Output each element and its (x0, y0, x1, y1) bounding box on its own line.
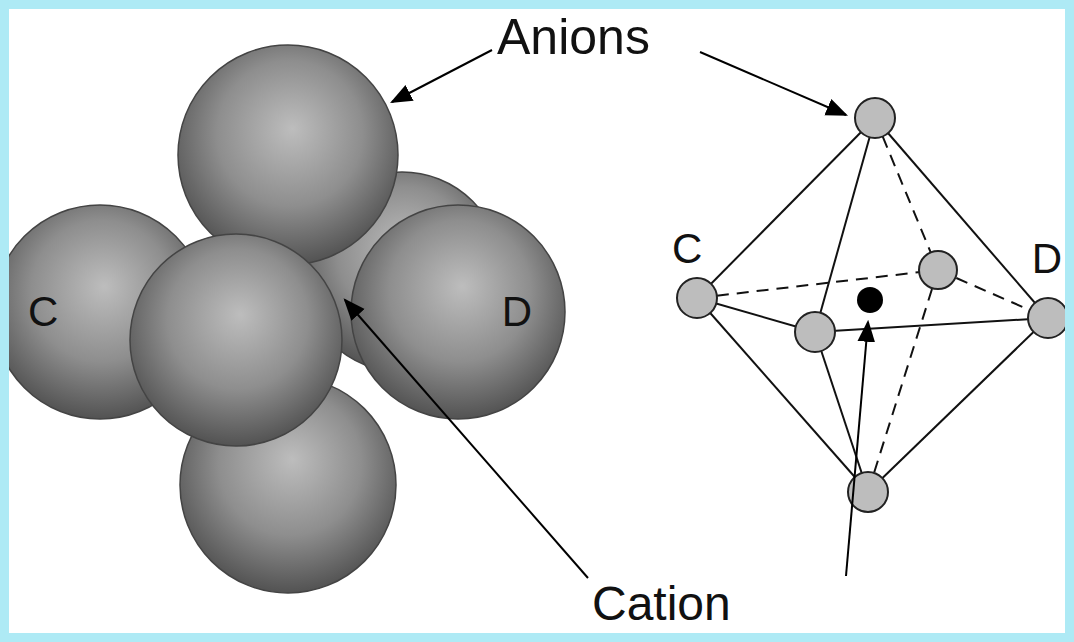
anions-label: Anions (497, 12, 650, 62)
anion-sphere (130, 234, 342, 446)
anion-sphere (180, 377, 396, 593)
anion-sphere: C (0, 204, 208, 420)
vertex-letter: D (502, 291, 532, 333)
cation-label: Cation (592, 580, 731, 628)
vertex-letter: C (28, 291, 58, 333)
leader-lines (345, 50, 868, 578)
octahedron-edges (697, 118, 1048, 492)
cation-dot (857, 287, 883, 313)
sphere-outline (350, 204, 566, 420)
vertex-letter: D (1032, 238, 1062, 280)
anion-sphere: D (350, 204, 566, 420)
anion-sphere (178, 45, 398, 265)
anion-dots (677, 98, 1068, 512)
vertex-letter: C (672, 228, 702, 270)
